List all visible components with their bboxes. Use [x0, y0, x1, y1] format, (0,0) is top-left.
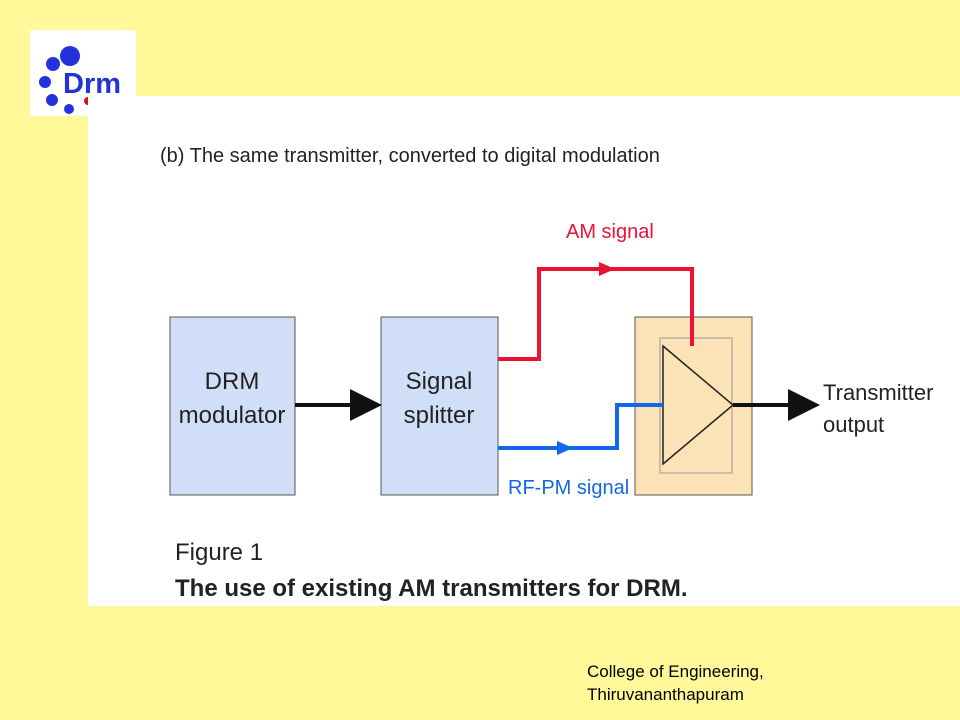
transmitter-block-diagram: (b) The same transmitter, converted to d… [160, 145, 933, 602]
footer-line1: College of Engineering, [587, 662, 764, 681]
logo-dot [46, 57, 60, 71]
drm-modulator-label-line1: DRM [205, 368, 260, 395]
footer-institution: College of Engineering, Thiruvananthapur… [587, 660, 764, 706]
logo-dot [39, 76, 51, 88]
logo-text: Drm [63, 68, 121, 100]
output-label-line2: output [823, 412, 884, 437]
logo-dot [46, 94, 58, 106]
am-signal-label: AM signal [566, 221, 654, 243]
drm-logo: Drm [30, 30, 136, 116]
drm-modulator-block [169, 316, 296, 496]
logo-dot-large [60, 46, 80, 66]
rf-pm-signal-label: RF-PM signal [508, 477, 629, 499]
figure-caption-text: The use of existing AM transmitters for … [175, 575, 688, 602]
signal-splitter-block [380, 316, 499, 496]
logo-dot [64, 104, 74, 114]
signal-splitter-label-line2: splitter [404, 402, 475, 429]
figure-panel: (b) The same transmitter, converted to d… [88, 96, 960, 606]
diagram-subtitle: (b) The same transmitter, converted to d… [160, 145, 660, 167]
drm-modulator-label-line2: modulator [179, 402, 286, 429]
signal-splitter-label-line1: Signal [406, 368, 473, 395]
figure-caption-number: Figure 1 [175, 539, 263, 566]
drm-logo-graphic: Drm [39, 46, 121, 114]
footer-line2: Thiruvananthapuram [587, 685, 744, 704]
output-label-line1: Transmitter [823, 380, 933, 405]
rf-pm-signal-arrowhead [557, 441, 573, 455]
am-signal-arrowhead [599, 262, 615, 276]
am-signal-path [498, 267, 694, 361]
